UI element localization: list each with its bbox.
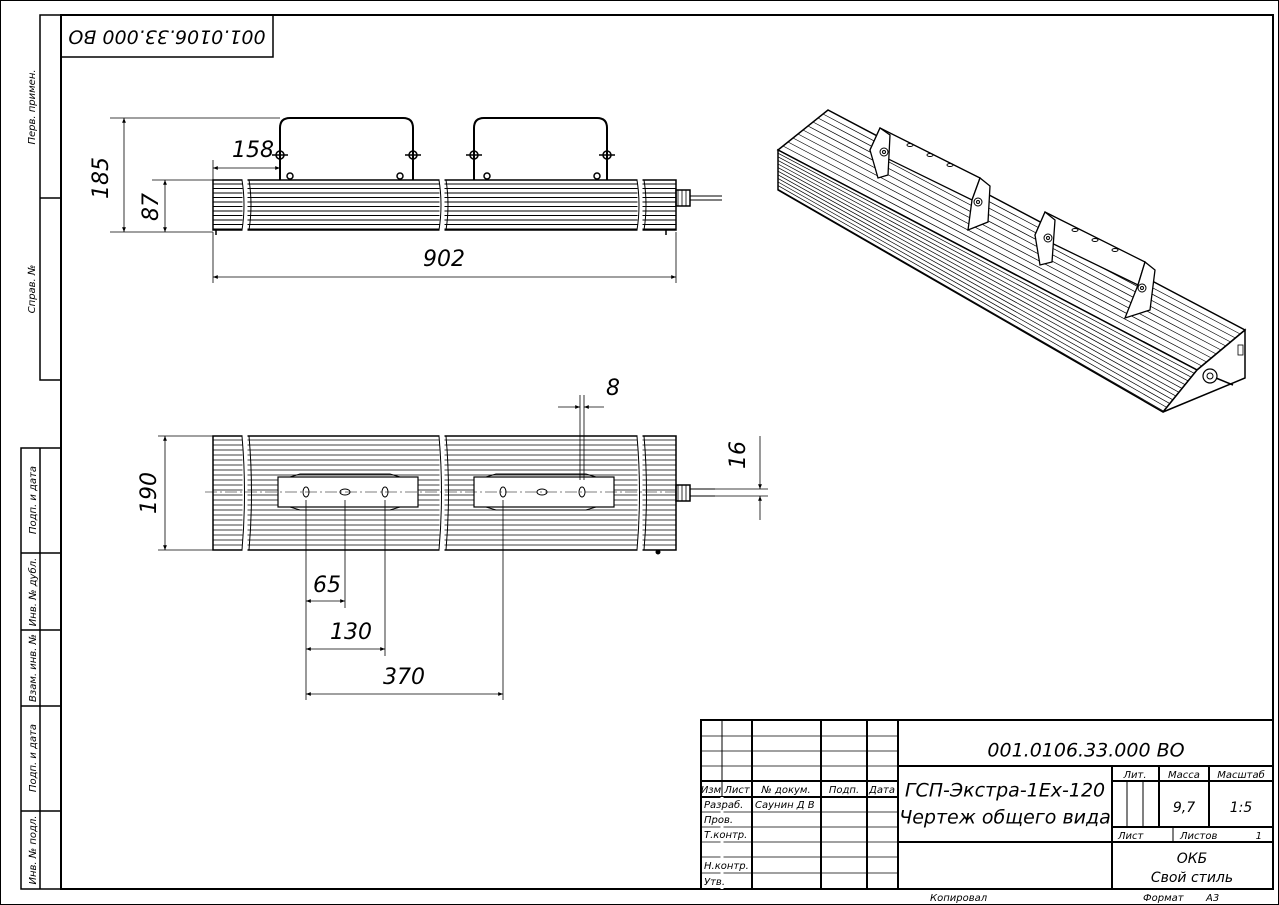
dim-158: 158 [232,138,274,163]
header-izm: Изм [701,785,722,796]
side-view [212,117,722,235]
footer-format-value: А3 [1205,893,1219,904]
side-label-podp1: Подп. и дата [28,466,39,534]
label-lit: Лит. [1122,770,1146,781]
title-drawing-type: Чертеж общего вида [899,807,1111,829]
isometric-view [776,109,1247,413]
org-line1: ОКБ [1177,851,1208,867]
doc-code-stamp-text: 001.0106.33.000 ВО [68,26,265,48]
side-label-podl: Инв. № подл. [28,816,39,885]
side-label-dubl: Инв. № дубл. [27,558,39,626]
role-developed: Разраб. [704,799,743,811]
label-scale: Масштаб [1217,769,1265,781]
role-tcontrol: Т.контр. [704,830,747,841]
dim-16: 16 [726,441,751,469]
top-view-dimensions [158,395,768,700]
developer-name: Саунин Д В [755,800,815,811]
value-scale: 1:5 [1230,800,1253,816]
dim-902: 902 [423,247,465,272]
doc-code-stamp: 001.0106.33.000 ВО [60,14,274,58]
role-ncontrol: Н.контр. [704,861,749,872]
label-sheet: Лист [1117,831,1145,842]
dim-190: 190 [137,472,162,514]
role-checked: Пров. [704,815,733,826]
side-label-podp2: Подп. и дата [28,724,39,792]
title-block [700,719,1274,890]
title-doc-code: 001.0106.33.000 ВО [987,740,1184,762]
dim-185: 185 [89,157,114,199]
side-view-dimensions [110,117,677,283]
dim-8: 8 [606,376,620,401]
role-approved: Утв. [704,877,725,888]
top-view [205,434,715,555]
side-label-perv: Перв. примен. [27,69,38,144]
side-label-vzam: Взам. инв. № [28,634,39,702]
left-margin-labels: Перв. примен. Справ. № Подп. и дата Инв.… [27,69,39,884]
dim-370: 370 [383,665,425,690]
value-sheets: 1 [1256,831,1262,842]
footer-format-label: Формат [1143,893,1185,904]
left-margin-strips [20,14,62,890]
label-sheets: Листов [1179,831,1217,842]
header-sign: Подп. [829,785,859,796]
title-block-text: 001.0106.33.000 ВО ГСП-Экстра-1Ех-120 Че… [701,740,1265,889]
value-mass: 9,7 [1173,800,1195,816]
dim-87: 87 [139,193,164,221]
side-label-sprav: Справ. № [27,265,38,314]
header-date: Дата [868,785,895,796]
header-list: Лист [723,785,751,796]
title-product-name: ГСП-Экстра-1Ех-120 [905,780,1105,802]
dim-65: 65 [313,573,341,598]
org-line2: Свой стиль [1151,870,1233,886]
footer-copied: Копировал [930,893,988,904]
label-mass: Масса [1168,770,1200,781]
header-docnum: № докум. [760,785,810,796]
dim-130: 130 [330,620,372,645]
